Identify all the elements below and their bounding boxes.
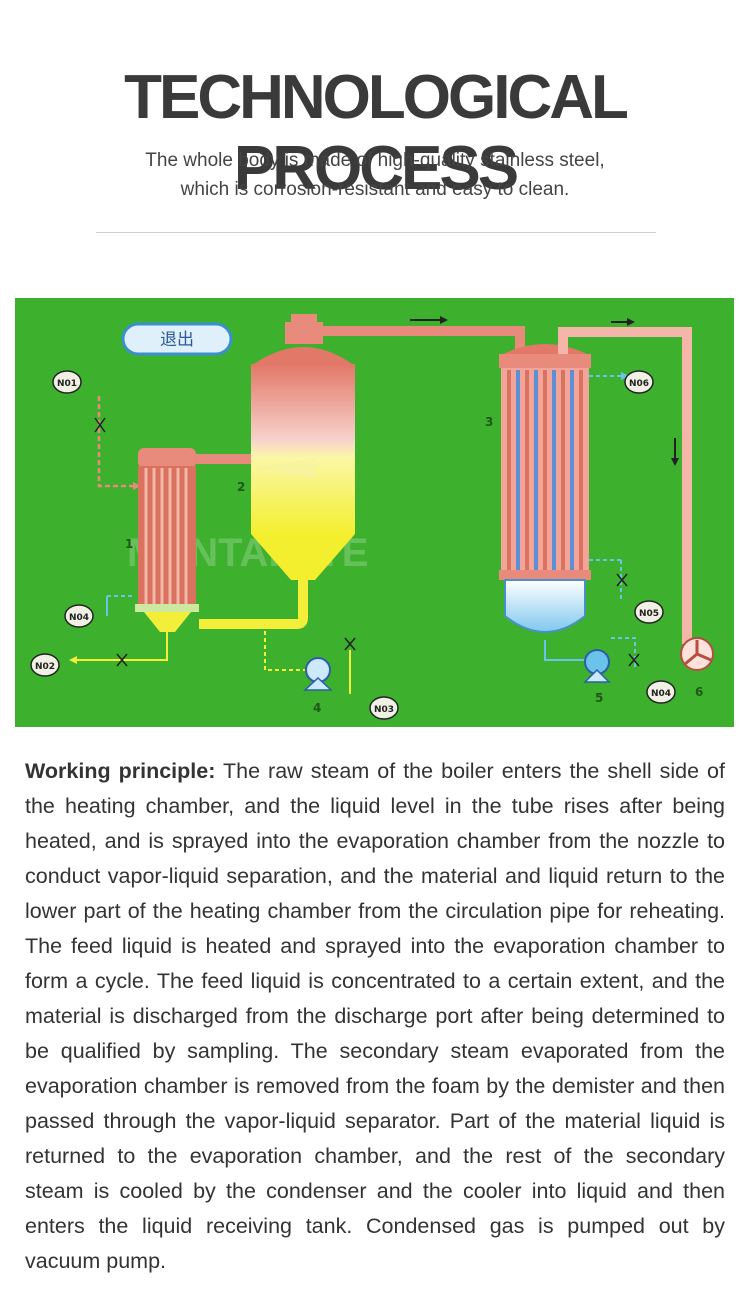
circulation-pipe <box>69 580 356 694</box>
working-principle-body: The raw steam of the boiler enters the s… <box>25 759 725 1273</box>
label-n01: N01 <box>57 379 77 389</box>
label-n06: N06 <box>629 379 649 389</box>
label-n02: N02 <box>35 662 55 672</box>
nozzle-n03-badge <box>369 696 399 720</box>
equipment-number-2: 2 <box>237 480 245 494</box>
page-subtitle: The whole body is made of high-quality s… <box>0 146 750 204</box>
equipment-number-6: 6 <box>695 685 703 699</box>
label-n03: N03 <box>374 705 394 715</box>
subtitle-line-1: The whole body is made of high-quality s… <box>145 150 605 171</box>
nozzle-n06-badge <box>624 370 654 394</box>
condenser <box>499 344 591 633</box>
pump-4 <box>303 657 333 691</box>
process-diagram: 退出 MANTAISITE <box>15 298 734 727</box>
secondary-steam-pipe <box>321 316 525 352</box>
nozzle-n04-right-badge <box>646 680 676 704</box>
vacuum-pump-6 <box>680 637 714 671</box>
heating-chamber <box>135 448 199 632</box>
steam-inlet-line <box>94 396 141 490</box>
equipment-number-4: 4 <box>313 701 321 715</box>
exit-button[interactable]: 退出 <box>121 322 233 356</box>
label-n04-right: N04 <box>651 689 671 699</box>
header-divider <box>96 232 656 233</box>
equipment-number-1: 1 <box>125 537 133 551</box>
vacuum-line <box>558 318 692 644</box>
vapor-pipe <box>196 454 256 464</box>
nozzle-n04-left-badge <box>64 604 94 628</box>
exit-button-label: 退出 <box>160 330 194 350</box>
label-n04-left: N04 <box>69 613 89 623</box>
working-principle-lead: Working principle: <box>25 759 216 783</box>
evaporation-chamber <box>251 314 355 580</box>
working-principle-text: Working principle: The raw steam of the … <box>25 754 725 1279</box>
page-title: TECHNOLOGICAL PROCESS <box>124 63 629 203</box>
equipment-number-5: 5 <box>595 691 603 705</box>
nozzle-n01-badge <box>52 370 82 394</box>
pump-5 <box>583 649 611 683</box>
condenser-coolant-lines <box>544 372 640 670</box>
nozzle-n05-badge <box>634 600 664 624</box>
equipment-number-3: 3 <box>485 415 493 429</box>
nozzle-n02-badge <box>30 653 60 677</box>
label-n05: N05 <box>639 609 659 619</box>
subtitle-line-2: which is corrosion-resistant and easy to… <box>180 179 570 200</box>
